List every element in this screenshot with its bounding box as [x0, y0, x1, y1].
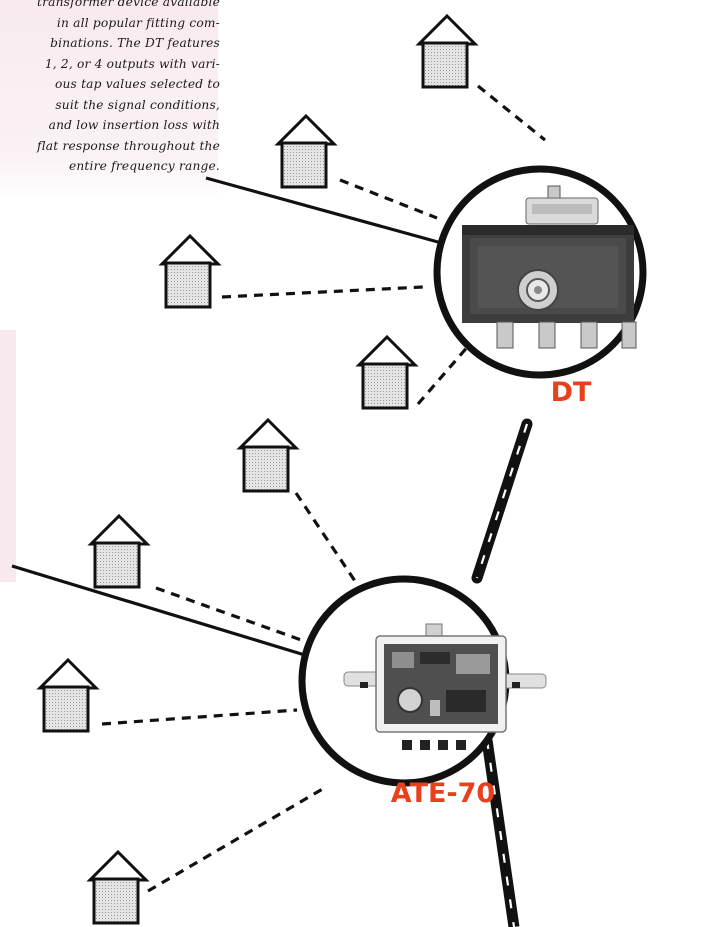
ate-70-device: ATE-70	[302, 579, 546, 809]
drop-line	[478, 86, 545, 140]
dt-label: DT	[551, 377, 592, 408]
drop-line	[296, 493, 357, 584]
ate-70-label: ATE-70	[391, 778, 495, 809]
house-icon	[40, 660, 96, 731]
drop-line	[148, 787, 326, 891]
house-icon	[240, 420, 296, 491]
dt-device: DT	[437, 169, 643, 408]
house-icon	[91, 516, 147, 587]
feeder-line-ate-70	[12, 566, 308, 656]
house-icon	[278, 116, 334, 187]
house-icon	[90, 852, 146, 923]
drop-line	[222, 287, 423, 297]
drop-line	[340, 180, 437, 218]
house-icon	[162, 236, 218, 307]
drop-line	[102, 710, 297, 724]
house-icon	[359, 337, 415, 408]
drop-line	[418, 344, 470, 404]
house-icon	[419, 16, 475, 87]
